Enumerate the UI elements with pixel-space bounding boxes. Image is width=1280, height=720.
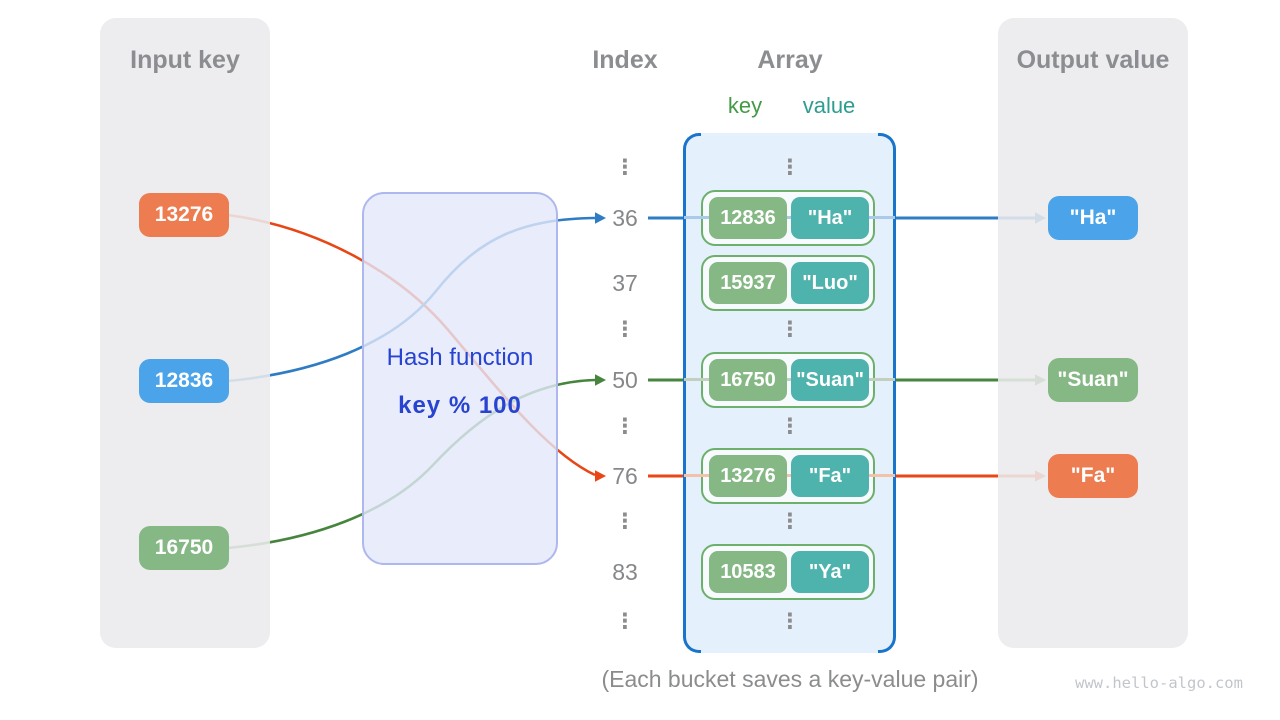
array-ellipsis: ⋮ — [779, 610, 801, 633]
output-value-title: Output value — [1016, 46, 1170, 74]
output-value-ha: "Ha" — [1048, 196, 1138, 240]
arrowhead-index-36 — [595, 212, 606, 224]
bucket-key-12836: 12836 — [709, 197, 787, 239]
watermark: www.hello-algo.com — [1075, 674, 1243, 692]
input-key-title: Input key — [130, 46, 240, 74]
input-key-13276: 13276 — [139, 193, 229, 237]
diagram-caption: (Each bucket saves a key-value pair) — [601, 666, 979, 692]
hash-function-box — [362, 192, 558, 565]
index-ellipsis: ⋮ — [614, 415, 636, 438]
index-50: 50 — [612, 367, 638, 393]
index-37: 37 — [612, 270, 638, 296]
arrowhead-index-50 — [595, 374, 606, 386]
trace-line-36 — [684, 216, 895, 219]
bucket-key-10583: 10583 — [709, 551, 787, 593]
output-value-suan: "Suan" — [1048, 358, 1138, 402]
index-ellipsis: ⋮ — [614, 510, 636, 533]
index-column-title: Index — [592, 46, 658, 74]
hash-function-label: Hash function — [386, 344, 534, 371]
array-column-title: Array — [757, 46, 823, 74]
output-value-panel — [998, 18, 1188, 648]
hash-function-formula: key % 100 — [398, 392, 522, 419]
index-83: 83 — [612, 559, 638, 585]
index-ellipsis: ⋮ — [614, 318, 636, 341]
bucket-value-fa: "Fa" — [791, 455, 869, 497]
input-key-12836: 12836 — [139, 359, 229, 403]
array-ellipsis: ⋮ — [779, 156, 801, 179]
index-76: 76 — [612, 463, 638, 489]
trace-line-50 — [684, 378, 895, 381]
array-bracket-left — [683, 133, 701, 653]
input-key-16750: 16750 — [139, 526, 229, 570]
bucket-value-suan: "Suan" — [791, 359, 869, 401]
array-key-label: key — [727, 93, 763, 118]
arrowhead-index-76 — [595, 470, 606, 482]
array-value-label: value — [802, 93, 856, 118]
bucket-value-luo: "Luo" — [791, 262, 869, 304]
array-ellipsis: ⋮ — [779, 318, 801, 341]
array-ellipsis: ⋮ — [779, 510, 801, 533]
index-ellipsis: ⋮ — [614, 610, 636, 633]
bucket-value-ha: "Ha" — [791, 197, 869, 239]
bucket-key-16750: 16750 — [709, 359, 787, 401]
bucket-value-ya: "Ya" — [791, 551, 869, 593]
index-36: 36 — [612, 205, 638, 231]
output-value-fa: "Fa" — [1048, 454, 1138, 498]
array-bracket-right — [878, 133, 896, 653]
array-ellipsis: ⋮ — [779, 415, 801, 438]
bucket-key-13276: 13276 — [709, 455, 787, 497]
index-ellipsis: ⋮ — [614, 156, 636, 179]
bucket-key-15937: 15937 — [709, 262, 787, 304]
trace-line-76 — [684, 474, 895, 477]
